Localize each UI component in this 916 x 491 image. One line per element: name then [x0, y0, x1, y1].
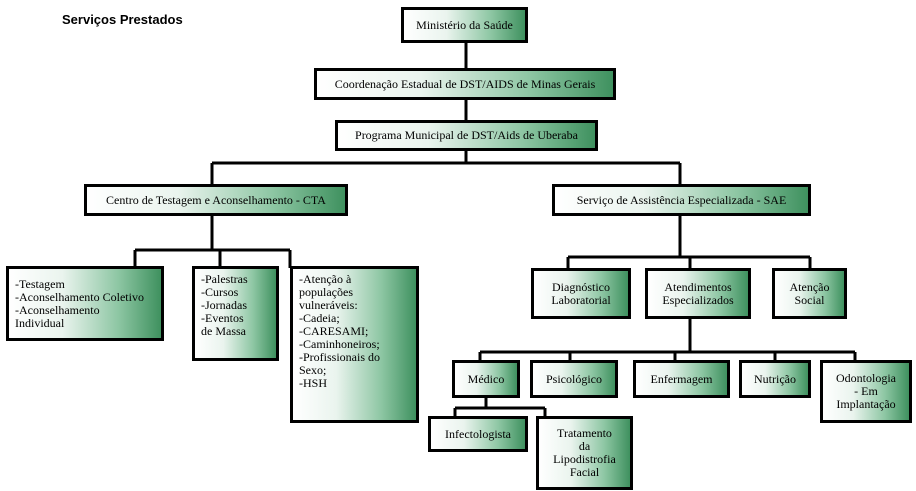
node-lipodistrofia: Tratamento da Lipodistrofia Facial — [536, 416, 633, 490]
node-medico: Médico — [452, 360, 520, 398]
page-title: Serviços Prestados — [62, 12, 183, 27]
node-cta: Centro de Testagem e Aconselhamento - CT… — [84, 184, 348, 216]
node-cta-populacoes: -Atenção à populações vulneráveis: -Cade… — [290, 266, 419, 423]
node-ministerio-da-saude: Ministério da Saúde — [401, 7, 528, 43]
node-diagnostico-laboratorial: Diagnóstico Laboratorial — [531, 268, 631, 319]
node-programa-municipal: Programa Municipal de DST/Aids de Uberab… — [335, 120, 598, 151]
node-infectologista: Infectologista — [428, 416, 528, 452]
node-odontologia: Odontologia - Em Implantação — [820, 360, 912, 423]
node-atencao-social: Atenção Social — [772, 268, 847, 319]
node-enfermagem: Enfermagem — [633, 360, 730, 398]
node-nutricao: Nutrição — [739, 360, 811, 398]
node-atendimentos-especializados: Atendimentos Especializados — [645, 268, 751, 319]
node-cta-atividades: -Palestras -Cursos -Jornadas -Eventos de… — [192, 266, 279, 361]
node-coordenacao-estadual: Coordenação Estadual de DST/AIDS de Mina… — [314, 68, 616, 100]
node-sae: Serviço de Assistência Especializada - S… — [552, 184, 811, 216]
node-psicologico: Psicológico — [530, 360, 618, 398]
node-cta-servicos: -Testagem -Aconselhamento Coletivo -Acon… — [6, 266, 164, 341]
